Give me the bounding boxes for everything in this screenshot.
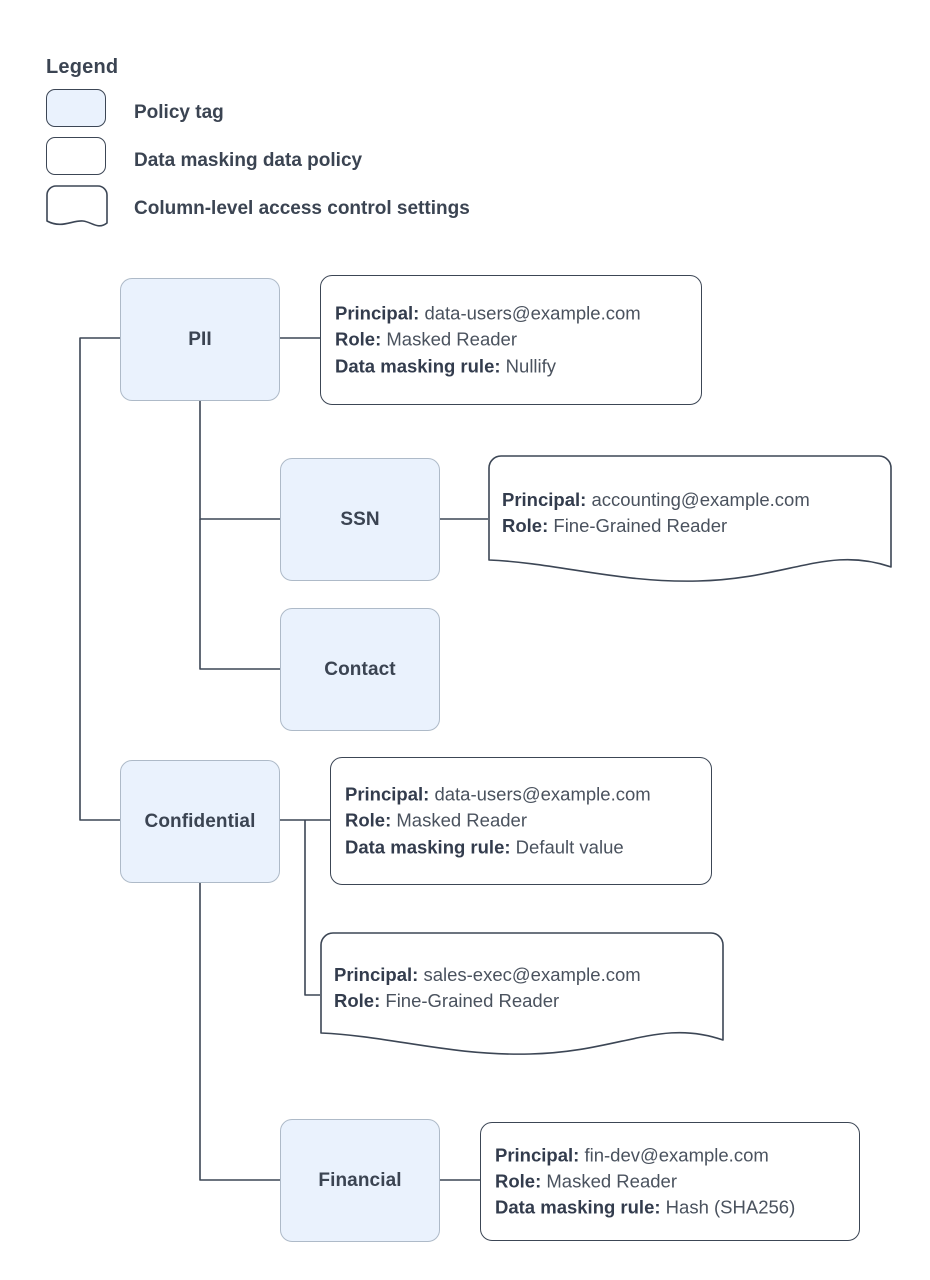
acl-key-role: Role: xyxy=(334,990,381,1012)
policy-key-principal: Principal: xyxy=(495,1144,580,1166)
acl-value-principal: sales-exec@example.com xyxy=(423,964,641,985)
policy-value-principal: fin-dev@example.com xyxy=(584,1144,769,1166)
policy-value-role: Masked Reader xyxy=(396,809,527,831)
policy-value-masking-rule: Hash (SHA256) xyxy=(665,1196,796,1218)
policy-value-principal: data-users@example.com xyxy=(424,302,641,324)
policy-value-masking-rule: Nullify xyxy=(505,355,557,377)
edge-root-trunk xyxy=(79,337,120,821)
edge-confidential-to-acl xyxy=(304,820,320,996)
policy-tag-node-pii[interactable]: PII xyxy=(120,278,280,401)
data-masking-policy-confidential[interactable]: Principal: data-users@example.com Role: … xyxy=(330,757,712,885)
policy-key-principal: Principal: xyxy=(345,783,430,805)
acl-key-principal: Principal: xyxy=(334,964,419,985)
policy-tag-label-contact: Contact xyxy=(324,658,396,680)
policy-key-role: Role: xyxy=(495,1170,542,1192)
policy-tag-label-financial: Financial xyxy=(318,1169,402,1191)
policy-key-role: Role: xyxy=(345,809,392,831)
policy-line-masking-rule: Data masking rule: Nullify xyxy=(335,353,641,379)
column-access-control-confidential[interactable]: Principal: sales-exec@example.com Role: … xyxy=(320,932,724,1060)
legend-swatch-column-access-control-icon xyxy=(46,185,108,227)
acl-line-role: Role: Fine-Grained Reader xyxy=(334,988,641,1014)
acl-key-role: Role: xyxy=(502,515,549,537)
policy-tag-node-ssn[interactable]: SSN xyxy=(280,458,440,581)
legend-label-policy-tag: Policy tag xyxy=(134,102,224,123)
policy-tag-node-financial[interactable]: Financial xyxy=(280,1119,440,1242)
edge-pii-to-ssn xyxy=(199,401,280,520)
legend-label-data-masking-policy: Data masking data policy xyxy=(134,150,363,171)
acl-value-role: Fine-Grained Reader xyxy=(553,515,728,537)
document-shape-icon xyxy=(488,455,892,582)
data-masking-policy-financial[interactable]: Principal: fin-dev@example.com Role: Mas… xyxy=(480,1122,860,1241)
policy-line-masking-rule: Data masking rule: Hash (SHA256) xyxy=(495,1195,795,1221)
legend: Legend Policy tag Data masking data poli… xyxy=(46,56,686,233)
data-masking-policy-financial-content: Principal: fin-dev@example.com Role: Mas… xyxy=(495,1142,795,1221)
legend-item-column-access-control: Column-level access control settings xyxy=(46,185,686,233)
policy-key-principal: Principal: xyxy=(335,302,420,324)
legend-swatch-data-masking-policy-icon xyxy=(46,137,106,175)
column-access-control-confidential-content: Principal: sales-exec@example.com Role: … xyxy=(334,962,641,1015)
legend-item-data-masking-policy: Data masking data policy xyxy=(46,137,686,185)
policy-line-role: Role: Masked Reader xyxy=(495,1168,795,1194)
legend-swatch-policy-tag-icon xyxy=(46,89,106,127)
policy-value-principal: data-users@example.com xyxy=(434,783,651,805)
policy-line-masking-rule: Data masking rule: Default value xyxy=(345,834,651,860)
policy-line-role: Role: Masked Reader xyxy=(335,327,641,353)
legend-title: Legend xyxy=(46,56,119,78)
legend-label-column-access-control: Column-level access control settings xyxy=(134,198,470,219)
policy-value-role: Masked Reader xyxy=(546,1170,677,1192)
policy-key-masking-rule: Data masking rule: xyxy=(345,836,511,858)
data-masking-policy-pii-content: Principal: data-users@example.com Role: … xyxy=(335,301,641,380)
policy-tag-label-pii: PII xyxy=(188,328,212,350)
acl-line-principal: Principal: accounting@example.com xyxy=(502,487,810,513)
policy-key-masking-rule: Data masking rule: xyxy=(335,355,501,377)
legend-item-policy-tag: Policy tag xyxy=(46,89,686,137)
policy-line-principal: Principal: data-users@example.com xyxy=(345,782,651,808)
column-access-control-ssn[interactable]: Principal: accounting@example.com Role: … xyxy=(488,455,892,587)
data-masking-policy-confidential-content: Principal: data-users@example.com Role: … xyxy=(345,782,651,861)
policy-tag-label-ssn: SSN xyxy=(340,508,380,530)
document-shape-icon xyxy=(320,932,724,1055)
acl-line-principal: Principal: sales-exec@example.com xyxy=(334,962,641,988)
policy-line-principal: Principal: data-users@example.com xyxy=(335,301,641,327)
policy-tag-label-confidential: Confidential xyxy=(144,810,256,832)
edge-pii-to-contact xyxy=(199,519,280,670)
acl-key-principal: Principal: xyxy=(502,489,587,510)
policy-key-role: Role: xyxy=(335,328,382,350)
policy-tag-node-contact[interactable]: Contact xyxy=(280,608,440,731)
acl-value-role: Fine-Grained Reader xyxy=(385,990,560,1012)
acl-line-role: Role: Fine-Grained Reader xyxy=(502,513,810,539)
policy-key-masking-rule: Data masking rule: xyxy=(495,1196,661,1218)
edge-confidential-to-financial xyxy=(199,883,280,1181)
policy-value-role: Masked Reader xyxy=(386,328,517,350)
data-masking-policy-pii[interactable]: Principal: data-users@example.com Role: … xyxy=(320,275,702,405)
policy-line-principal: Principal: fin-dev@example.com xyxy=(495,1142,795,1168)
policy-tag-node-confidential[interactable]: Confidential xyxy=(120,760,280,883)
column-access-control-ssn-content: Principal: accounting@example.com Role: … xyxy=(502,487,810,540)
policy-line-role: Role: Masked Reader xyxy=(345,808,651,834)
acl-value-principal: accounting@example.com xyxy=(591,489,810,510)
policy-value-masking-rule: Default value xyxy=(515,836,624,858)
